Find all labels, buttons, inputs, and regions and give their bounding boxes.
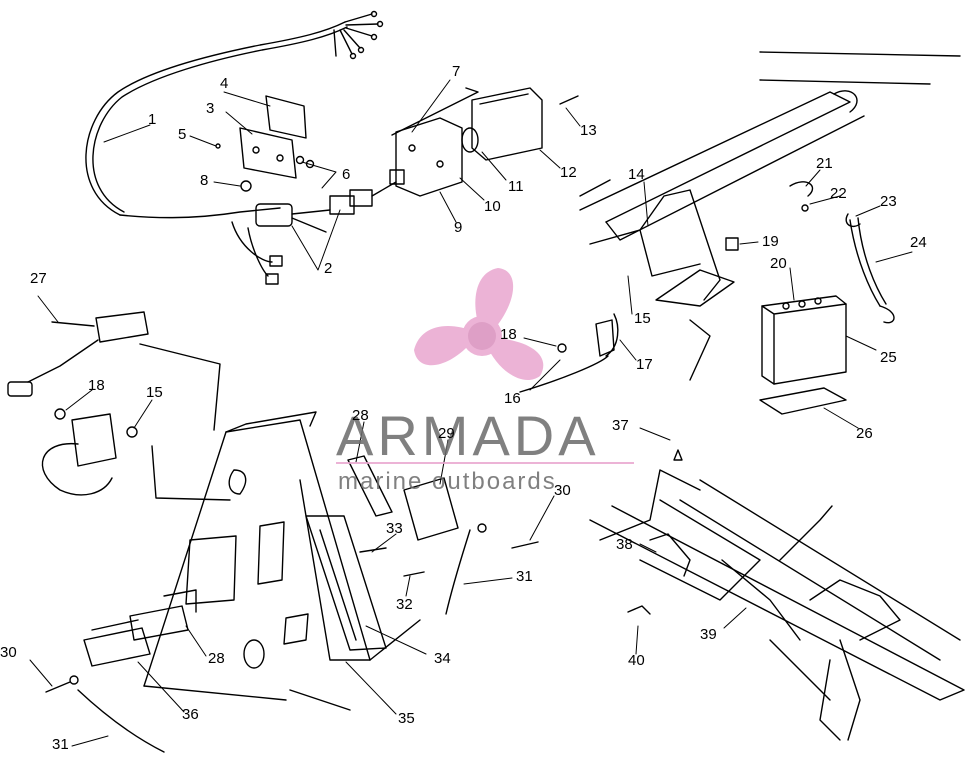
ignition-switch — [255, 169, 405, 233]
watermark-divider — [336, 462, 634, 464]
callout-34: 34 — [434, 650, 451, 667]
electrical-mounting-plate — [143, 411, 421, 711]
callout-40: 40 — [628, 652, 645, 669]
callout-21: 21 — [816, 155, 833, 172]
callout-30-right: 30 — [554, 482, 571, 499]
callout-11: 11 — [508, 178, 524, 195]
callout-28-lower: 28 — [208, 650, 225, 667]
mounting-bracket — [215, 95, 315, 192]
relay-modules — [129, 455, 459, 641]
callout-37: 37 — [612, 417, 629, 434]
callout-32: 32 — [396, 596, 413, 613]
callout-19: 19 — [762, 233, 779, 250]
callout-9: 9 — [454, 219, 463, 236]
propeller-logo-icon — [414, 268, 544, 381]
callout-2: 2 — [324, 260, 333, 277]
callout-16: 16 — [504, 390, 521, 407]
callout-31-right: 31 — [516, 568, 533, 585]
callout-33: 33 — [386, 520, 403, 537]
callout-17: 17 — [636, 356, 653, 373]
callout-29: 29 — [438, 425, 455, 442]
leader-lines — [29, 79, 913, 747]
lower-bracket-and-cables — [45, 523, 539, 753]
callout-30-left: 30 — [0, 644, 17, 661]
callout-15-lower: 15 — [146, 384, 163, 401]
callout-23: 23 — [880, 193, 897, 210]
callout-25: 25 — [880, 349, 897, 366]
callout-8: 8 — [200, 172, 209, 189]
main-frame — [589, 449, 965, 741]
callout-10: 10 — [484, 198, 501, 215]
callout-1: 1 — [148, 111, 157, 128]
callout-3: 3 — [206, 100, 215, 117]
callout-6: 6 — [342, 166, 351, 183]
watermark-brand: ARMADA — [336, 404, 600, 467]
battery-group — [759, 181, 895, 415]
callout-20: 20 — [770, 255, 787, 272]
rear-frame — [579, 51, 961, 381]
callout-38: 38 — [616, 536, 633, 553]
callout-24: 24 — [910, 234, 927, 251]
callout-36: 36 — [182, 706, 199, 723]
callout-15-upper: 15 — [634, 310, 651, 327]
callout-5: 5 — [178, 126, 187, 143]
callout-18-center: 18 — [500, 326, 517, 343]
callout-13: 13 — [580, 122, 597, 139]
callout-18-left: 18 — [88, 377, 105, 394]
wiring-harness — [85, 10, 384, 285]
callout-14: 14 — [628, 166, 645, 183]
callout-4: 4 — [220, 75, 229, 92]
callout-12: 12 — [560, 164, 577, 181]
callout-31-left: 31 — [52, 736, 69, 753]
callout-22: 22 — [830, 185, 847, 202]
callout-28-upper: 28 — [352, 407, 369, 424]
callout-27: 27 — [30, 270, 47, 287]
callout-39: 39 — [700, 626, 717, 643]
callout-35: 35 — [398, 710, 415, 727]
watermark-tagline: marine outboards — [338, 468, 557, 495]
callout-26: 26 — [856, 425, 873, 442]
callout-7: 7 — [452, 63, 461, 80]
cdi-and-coil — [7, 311, 231, 501]
taillight-assembly — [391, 87, 579, 197]
